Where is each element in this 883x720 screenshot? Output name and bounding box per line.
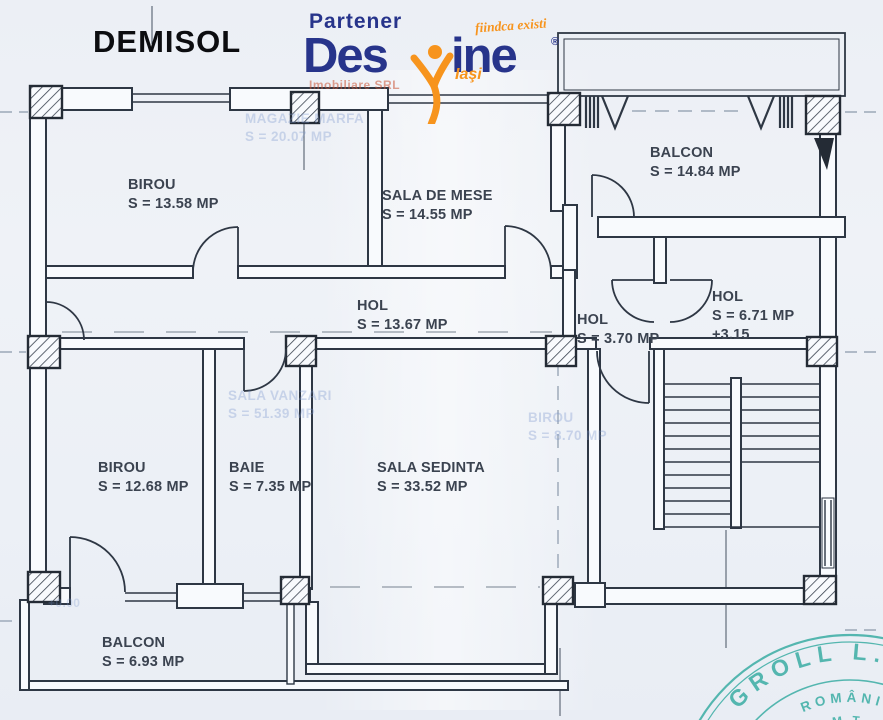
room-label-birou-bottom: BIROU S = 12.68 MP xyxy=(98,460,189,495)
logo-city: Iaşi xyxy=(455,66,482,83)
logo-subtitle: Imobiliare SRL xyxy=(309,78,401,92)
columns xyxy=(26,84,842,606)
logo-brand-des: Des xyxy=(303,29,389,83)
logo-person-icon xyxy=(410,45,454,124)
notary-stamp: GROLL L. LI ROMÂNIA M.T. xyxy=(698,633,883,720)
ghost-label-sala-vanzari: SALA VANZARI S = 51.39 MP xyxy=(228,388,332,421)
room-label-birou-top: BIROU S = 13.58 MP xyxy=(128,177,219,212)
staircase xyxy=(664,383,820,528)
room-label-sala-de-mese: SALA DE MESE S = 14.55 MP xyxy=(382,188,493,223)
ghost-elevation-mark: +0.00 xyxy=(48,596,81,610)
room-label-baie: BAIE S = 7.35 MP xyxy=(229,460,312,495)
axis-lines xyxy=(0,110,881,631)
window-spring-icons xyxy=(584,95,794,131)
door-swings xyxy=(45,174,713,593)
balcony-railing xyxy=(557,32,846,97)
ghost-label-birou: BIROU S = 8.70 MP xyxy=(528,410,608,443)
logo-tagline: fiindca existi xyxy=(474,15,548,36)
plan-title: DEMISOL xyxy=(93,24,242,59)
room-label-hol-main: HOL S = 13.67 MP xyxy=(357,298,448,333)
room-label-sala-sedinta: SALA SEDINTA S = 33.52 MP xyxy=(377,460,485,495)
window-glass-lines xyxy=(125,93,832,602)
elevation-mark: +3.15 xyxy=(712,327,750,343)
logo-brand-ine: ine xyxy=(451,29,518,83)
room-label-hol-small: HOL S = 3.70 MP xyxy=(577,312,660,347)
ghost-label-magazie: MAGAZIE MARFA S = 20.07 MP xyxy=(245,111,365,144)
stamp-country-text: ROMÂNIA xyxy=(798,690,883,715)
stamp-initials-text: M.T. xyxy=(831,713,869,720)
room-label-hol-right: HOL S = 6.71 MP +3.15 xyxy=(712,289,795,343)
registered-trademark-icon: ® xyxy=(551,36,560,48)
section-marker-triangle xyxy=(814,138,834,170)
room-label-balcon-top: BALCON S = 14.84 MP xyxy=(650,145,741,180)
logo-partener-text: Partener xyxy=(309,10,403,33)
agency-logo: Partener Des ine ® fiindca existi Imobil… xyxy=(303,6,573,124)
room-label-balcon-bottom: BALCON S = 6.93 MP xyxy=(102,635,185,670)
